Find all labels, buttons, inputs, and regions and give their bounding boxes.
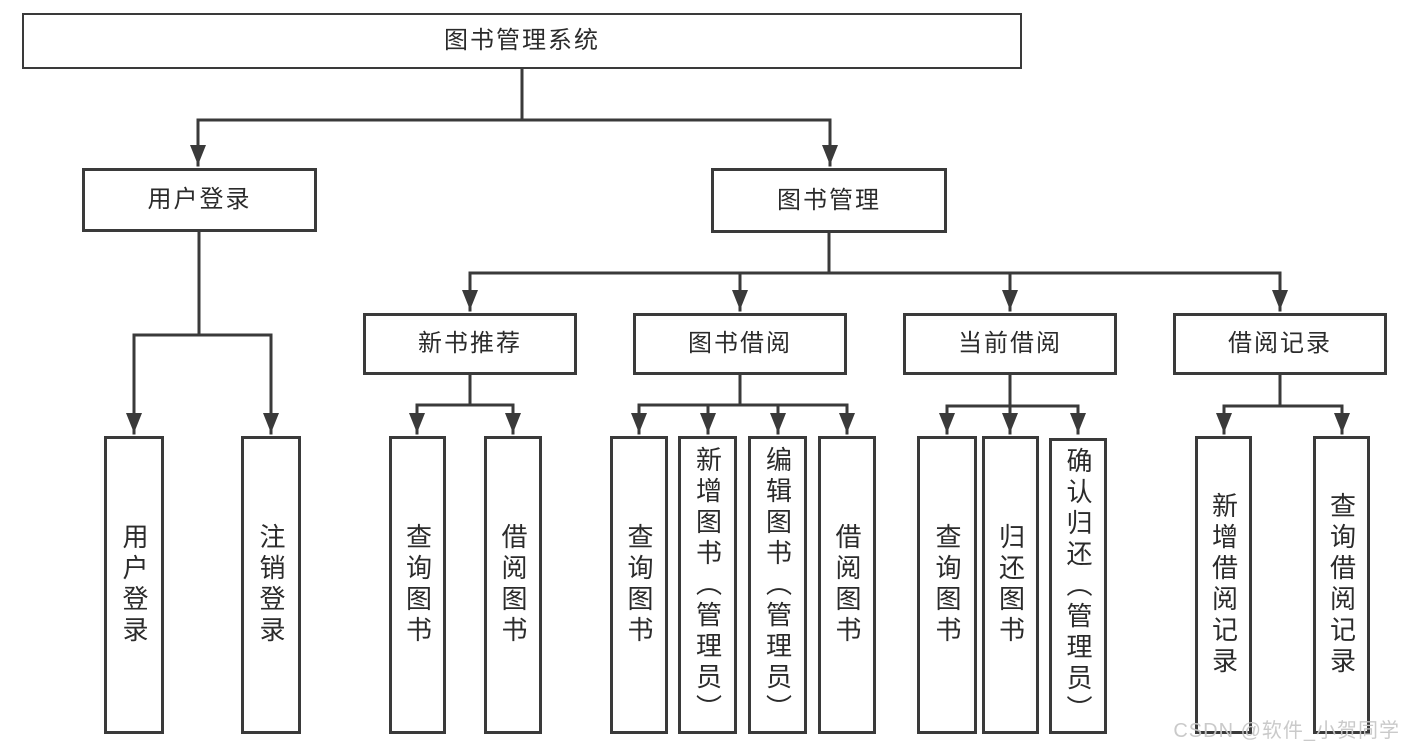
leaf-return-books-label: 归还图书 bbox=[995, 523, 1026, 647]
leaf-logout: 注销登录 bbox=[241, 436, 301, 734]
leaf-borrow-books-recommend-label: 借阅图书 bbox=[498, 523, 528, 647]
leaf-confirm-return-admin: 确认归还（管理员） bbox=[1049, 438, 1107, 734]
node-root-label: 图书管理系统 bbox=[444, 27, 600, 54]
leaf-add-borrow-record-label: 新增借阅记录 bbox=[1208, 492, 1239, 678]
node-book-management-label: 图书管理 bbox=[777, 186, 881, 214]
leaf-query-books-recommend-label: 查询图书 bbox=[402, 523, 433, 647]
node-user-login-label: 用户登录 bbox=[147, 186, 252, 213]
leaf-query-books-current-label: 查询图书 bbox=[932, 523, 962, 647]
node-new-book-recommendation-label: 新书推荐 bbox=[418, 330, 522, 357]
leaf-add-book-admin-label: 新增图书（管理员） bbox=[692, 445, 723, 725]
leaf-logout-label: 注销登录 bbox=[256, 523, 286, 647]
leaf-borrow-books-borrowing: 借阅图书 bbox=[818, 436, 876, 734]
node-borrowing-records-label: 借阅记录 bbox=[1228, 330, 1332, 357]
leaf-borrow-books-recommend: 借阅图书 bbox=[484, 436, 542, 734]
csdn-watermark: CSDN @软件_小贺同学 bbox=[1173, 720, 1400, 742]
leaf-add-book-admin: 新增图书（管理员） bbox=[678, 436, 737, 734]
leaf-query-borrow-record: 查询借阅记录 bbox=[1313, 436, 1370, 734]
leaf-return-books: 归还图书 bbox=[982, 436, 1039, 734]
leaf-query-books-recommend: 查询图书 bbox=[389, 436, 446, 734]
leaf-add-borrow-record: 新增借阅记录 bbox=[1195, 436, 1252, 734]
node-book-management: 图书管理 bbox=[711, 168, 947, 233]
node-current-borrowing: 当前借阅 bbox=[903, 313, 1117, 375]
node-root: 图书管理系统 bbox=[22, 13, 1022, 69]
leaf-edit-book-admin: 编辑图书（管理员） bbox=[748, 436, 807, 734]
leaf-user-login-label: 用户登录 bbox=[119, 523, 149, 647]
leaf-query-books-borrowing: 查询图书 bbox=[610, 436, 668, 734]
node-current-borrowing-label: 当前借阅 bbox=[958, 330, 1062, 357]
node-book-borrowing-label: 图书借阅 bbox=[688, 330, 792, 357]
leaf-user-login: 用户登录 bbox=[104, 436, 164, 734]
leaf-query-books-borrowing-label: 查询图书 bbox=[624, 523, 654, 647]
node-user-login: 用户登录 bbox=[82, 168, 317, 232]
node-book-borrowing: 图书借阅 bbox=[633, 313, 847, 375]
node-new-book-recommendation: 新书推荐 bbox=[363, 313, 577, 375]
leaf-query-books-current: 查询图书 bbox=[917, 436, 977, 734]
leaf-borrow-books-borrowing-label: 借阅图书 bbox=[832, 523, 862, 647]
node-borrowing-records: 借阅记录 bbox=[1173, 313, 1387, 375]
leaf-edit-book-admin-label: 编辑图书（管理员） bbox=[762, 445, 793, 725]
leaf-confirm-return-admin-label: 确认归还（管理员） bbox=[1063, 446, 1093, 726]
leaf-query-borrow-record-label: 查询借阅记录 bbox=[1326, 492, 1357, 678]
